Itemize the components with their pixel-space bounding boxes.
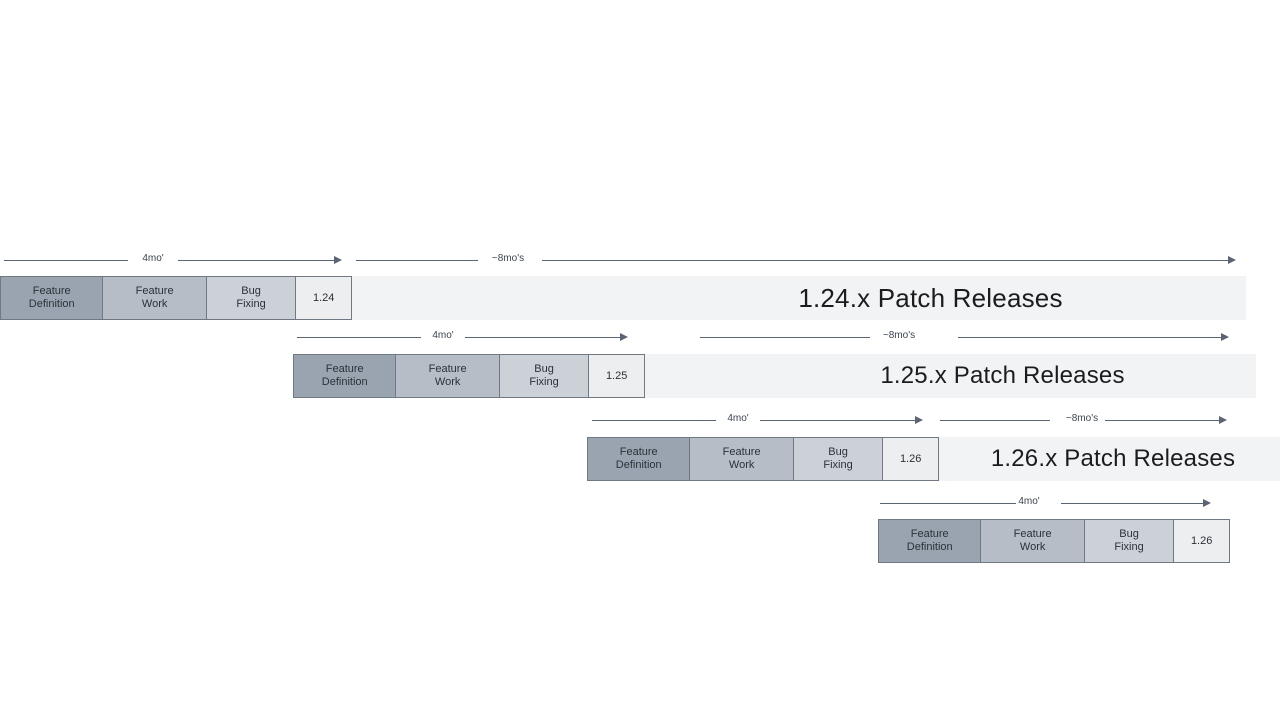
ruler-segment-left: [592, 420, 716, 421]
phase-label-line2: Definition: [615, 459, 662, 471]
phase-label-line2: Definition: [906, 541, 953, 553]
version-label: 1.25: [605, 369, 628, 382]
phase-label-line2: Work: [141, 298, 168, 310]
patch-duration-ruler-1-26: ~8mo's: [940, 412, 1235, 428]
ruler-segment-left: [880, 503, 1016, 504]
phase-label-line1: Feature: [910, 528, 949, 540]
phase-feature-definition[interactable]: Feature Definition: [294, 355, 397, 397]
phase-label-line1: Feature: [325, 363, 364, 375]
phase-track-1-26: Feature Definition Feature Work Bug Fixi…: [587, 437, 939, 481]
phase-bug-fixing[interactable]: Bug Fixing: [206, 277, 297, 319]
ruler-segment-right: [1061, 503, 1203, 504]
phase-label-line1: Feature: [32, 285, 71, 297]
phase-label-line1: Feature: [135, 285, 174, 297]
phase-track-next: Feature Definition Feature Work Bug Fixi…: [878, 519, 1230, 563]
phase-label-line2: Definition: [321, 376, 368, 388]
phase-label-line2: Work: [434, 376, 461, 388]
phase-version-tag[interactable]: 1.25: [589, 355, 644, 397]
phase-label-line2: Work: [728, 459, 755, 471]
patch-release-label: 1.26.x Patch Releases: [990, 445, 1236, 472]
ruler-segment-left: [297, 337, 421, 338]
ruler-segment-right: [542, 260, 1228, 261]
phase-label-line2: Fixing: [236, 298, 266, 310]
patch-release-bar-1-25: 1.25.x Patch Releases: [634, 354, 1256, 398]
phase-feature-work[interactable]: Feature Work: [103, 277, 207, 319]
ruler-segment-right: [178, 260, 334, 261]
patch-duration-label: ~8mo's: [1065, 413, 1099, 424]
patch-duration-label: ~8mo's: [882, 330, 916, 341]
phase-label-line1: Bug: [534, 363, 554, 375]
ruler-arrowhead: [1221, 333, 1229, 341]
phase-version-tag[interactable]: 1.26: [883, 438, 938, 480]
phase-label-line1: Bug: [241, 285, 261, 297]
phase-feature-definition[interactable]: Feature Definition: [879, 520, 982, 562]
ruler-segment-left: [4, 260, 128, 261]
phase-feature-definition[interactable]: Feature Definition: [1, 277, 104, 319]
patch-release-label: 1.25.x Patch Releases: [880, 362, 1125, 389]
patch-duration-ruler-1-25: ~8mo's: [700, 329, 1235, 345]
ruler-arrowhead: [334, 256, 342, 264]
phase-label-line2: Fixing: [823, 459, 853, 471]
phase-feature-work[interactable]: Feature Work: [396, 355, 500, 397]
version-label: 1.26: [899, 452, 922, 465]
patch-duration-ruler-1-24: ~8mo's: [352, 252, 1240, 268]
phase-version-tag[interactable]: 1.26: [1174, 520, 1229, 562]
dev-duration-ruler-1-26: 4mo': [588, 412, 931, 428]
phase-version-tag[interactable]: 1.24: [296, 277, 351, 319]
phase-label-line1: Feature: [428, 363, 467, 375]
phase-label-line1: Feature: [1013, 528, 1052, 540]
phase-label-line2: Fixing: [1114, 541, 1144, 553]
dev-duration-label: 4mo': [432, 330, 454, 341]
ruler-arrowhead: [1228, 256, 1236, 264]
dev-duration-label: 4mo': [1018, 496, 1040, 507]
phase-feature-definition[interactable]: Feature Definition: [588, 438, 691, 480]
phase-track-1-24: Feature Definition Feature Work Bug Fixi…: [0, 276, 352, 320]
ruler-arrowhead: [915, 416, 923, 424]
dev-duration-ruler-next: 4mo': [876, 495, 1219, 511]
ruler-segment-right: [958, 337, 1221, 338]
version-label: 1.26: [1190, 534, 1213, 547]
ruler-segment-left: [700, 337, 870, 338]
phase-label-line1: Feature: [722, 446, 761, 458]
dev-duration-ruler-1-24: 4mo': [0, 252, 350, 268]
ruler-segment-right: [1105, 420, 1219, 421]
phase-label-line2: Work: [1019, 541, 1046, 553]
ruler-arrowhead: [1203, 499, 1211, 507]
phase-feature-work[interactable]: Feature Work: [981, 520, 1085, 562]
ruler-segment-left: [940, 420, 1050, 421]
phase-label-line2: Definition: [28, 298, 75, 310]
phase-bug-fixing[interactable]: Bug Fixing: [793, 438, 884, 480]
dev-duration-label: 4mo': [727, 413, 749, 424]
phase-track-1-25: Feature Definition Feature Work Bug Fixi…: [293, 354, 645, 398]
phase-label-line1: Bug: [1119, 528, 1139, 540]
phase-label-line2: Fixing: [529, 376, 559, 388]
patch-duration-label: ~8mo's: [491, 253, 525, 264]
phase-label-line1: Feature: [619, 446, 658, 458]
dev-duration-ruler-1-25: 4mo': [293, 329, 636, 345]
phase-bug-fixing[interactable]: Bug Fixing: [1084, 520, 1175, 562]
phase-label-line1: Bug: [828, 446, 848, 458]
phase-feature-work[interactable]: Feature Work: [690, 438, 794, 480]
dev-duration-label: 4mo': [142, 253, 164, 264]
ruler-segment-right: [760, 420, 915, 421]
version-label: 1.24: [312, 291, 335, 304]
ruler-segment-right: [465, 337, 620, 338]
patch-release-bar-1-24: 1.24.x Patch Releases: [340, 276, 1246, 320]
ruler-segment-left: [356, 260, 478, 261]
ruler-arrowhead: [1219, 416, 1227, 424]
patch-release-bar-1-26: 1.26.x Patch Releases: [928, 437, 1280, 481]
ruler-arrowhead: [620, 333, 628, 341]
patch-release-label: 1.24.x Patch Releases: [798, 282, 1063, 313]
phase-bug-fixing[interactable]: Bug Fixing: [499, 355, 590, 397]
